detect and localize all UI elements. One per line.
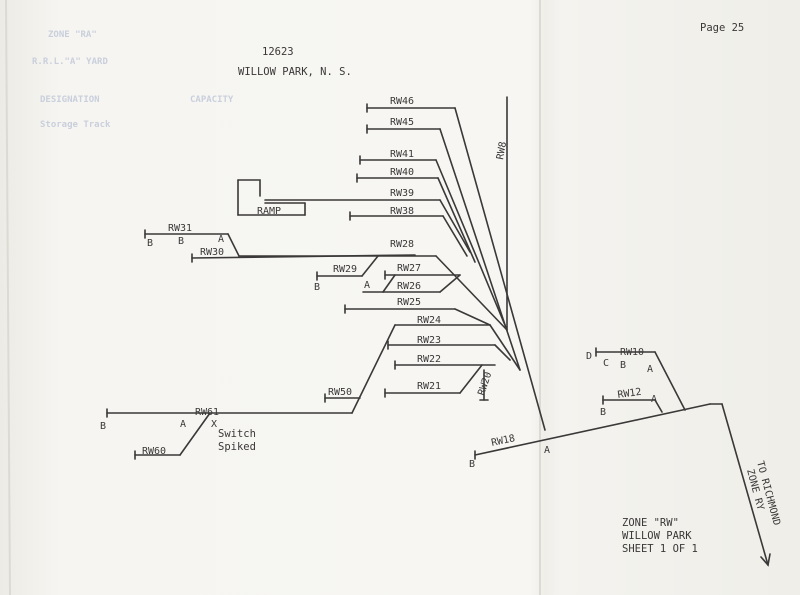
lead-rw12 [654,399,663,413]
zone-location: WILLOW PARK [622,530,692,542]
label-rw12: RW12 [617,387,642,401]
label-rw50: RW50 [328,387,352,398]
label-rw24: RW24 [417,315,441,326]
lead-rw38 [442,215,468,257]
letter-b: B [469,459,475,470]
ghost-yard: R.R.L."A" YARD [32,57,108,67]
bleed-through-text: ZONE "RA" R.R.L."A" YARD DESIGNATION CAP… [32,30,234,130]
letter-a: A [180,419,186,430]
zone-title: ZONE "RW" [622,517,679,529]
label-rw61: RW61 [195,407,219,418]
bumpers [106,103,604,460]
label-rw10: RW10 [620,347,644,358]
label-rw31: RW31 [168,223,192,234]
page-number: Page 25 [700,22,744,34]
label-rw60: RW60 [142,446,166,457]
label-ramp: RAMP [257,206,281,217]
lead-rw28 [435,255,508,331]
label-rw21: RW21 [417,381,441,392]
switch-rw21 [459,364,483,394]
switch-rw29 [361,255,379,277]
switch-rw60 [179,412,211,456]
ghost-zone: ZONE "RA" [48,30,97,40]
zone-sheet: SHEET 1 OF 1 [622,543,698,555]
lead-rw40 [437,177,476,263]
letter-b: B [100,421,106,432]
zone-legend: ZONE "RW" WILLOW PARK SHEET 1 OF 1 [622,517,698,555]
ramp-top [237,179,261,197]
label-rw26: RW26 [397,281,421,292]
letter-a: A [647,364,653,375]
letter-b: B [620,360,626,371]
lead-rw24 [489,324,521,371]
letter-c: C [603,358,609,369]
letter-b: B [147,238,153,249]
label-rw39: RW39 [390,188,414,199]
station-code: 12623 [262,46,294,58]
label-rw29: RW29 [333,264,357,275]
page-edge [5,0,11,595]
letter-b: B [600,407,606,418]
label-rw23: RW23 [417,335,441,346]
label-rw27: RW27 [397,263,421,274]
switch-rw23 [494,344,511,361]
ghost-capacity: CAPACITY [190,95,234,105]
letter-b: B [178,236,184,247]
letter-a: A [218,234,224,245]
switch-letters: B B A B A B A X B A D C B A B A [100,234,657,470]
label-rw46: RW46 [390,96,414,107]
spike-mark: X [211,419,217,430]
diagonal-rw50 [351,324,396,414]
lead-rw39 [439,199,471,253]
label-rw45: RW45 [390,117,414,128]
note-spiked: Spiked [218,441,256,453]
label-rw20: RW20 [476,371,494,397]
track-lines [106,96,771,567]
letter-b: B [314,282,320,293]
track-labels: RW46 RW45 RW8 RW41 RW40 RW39 RW38 RAMP R… [142,96,644,457]
letter-a: A [651,394,657,405]
ghost-storage: Storage Track [40,120,111,130]
label-rw41: RW41 [390,149,414,160]
lead-rw25 [454,308,491,326]
label-rw22: RW22 [417,354,441,365]
label-rw25: RW25 [397,297,421,308]
switch-rw26 [382,274,396,293]
label-rw28: RW28 [390,239,414,250]
lead-rw45 [439,128,521,371]
note-switch: Switch [218,428,256,440]
label-rw30: RW30 [200,247,224,258]
switch-rw27 [439,274,461,293]
arrowhead [760,553,771,567]
lead-rw41 [435,159,508,331]
label-rw8: RW8 [495,141,509,161]
lead-rw10 [654,351,686,411]
track-rw18 [474,403,711,456]
station-title: WILLOW PARK, N. S. [238,66,352,78]
lead-rw46 [454,107,546,431]
letter-d: D [586,351,592,362]
label-rw38: RW38 [390,206,414,217]
letter-a: A [364,280,370,291]
label-rw40: RW40 [390,167,414,178]
letter-a: A [544,445,550,456]
switch-rw31 [227,233,240,257]
ghost-designation: DESIGNATION [40,95,100,105]
main-to-richmond [721,403,769,566]
label-rw18: RW18 [490,433,516,449]
